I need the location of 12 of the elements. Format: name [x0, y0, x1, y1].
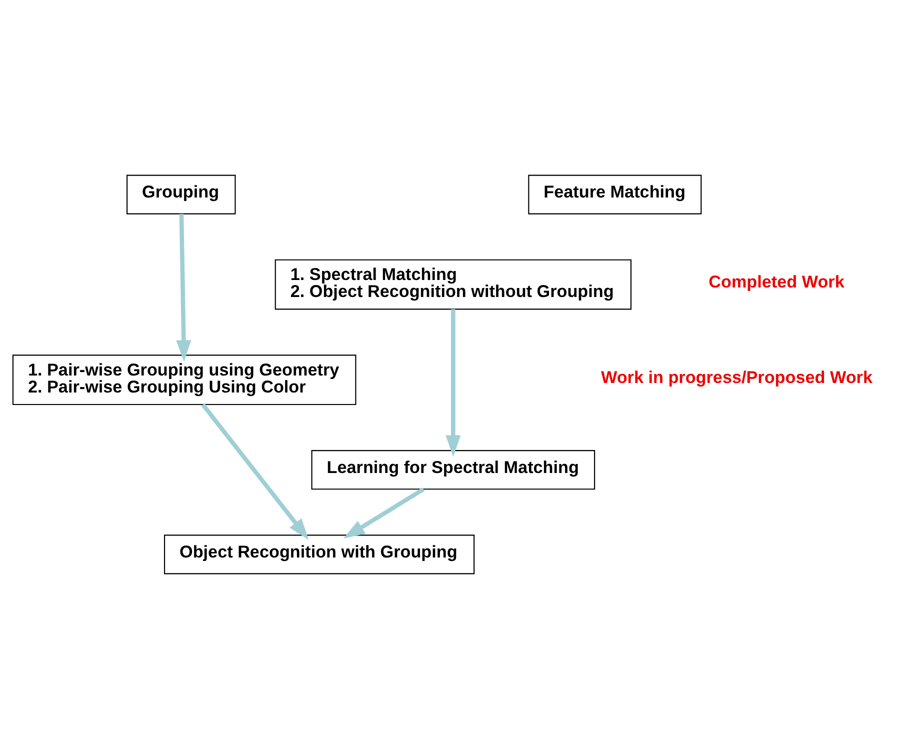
node-box: Grouping	[126, 174, 236, 214]
label: Completed Work	[708, 271, 844, 292]
arrow	[176, 213, 192, 362]
arrow	[446, 308, 461, 456]
node-box: 1. Pair-wise Grouping using Geometry 2. Pair-wise Grouping Using Color	[12, 354, 356, 405]
node-box: Learning for Spectral Matching	[311, 450, 596, 490]
node-box: Object Recognition with Grouping	[164, 534, 475, 574]
arrow	[201, 402, 309, 540]
node-box: 1. Spectral Matching 2. Object Recognition without Grouping	[274, 258, 632, 310]
label: Work in progress/Proposed Work	[600, 366, 873, 386]
arrow	[343, 486, 425, 538]
node-box: Feature Matching	[528, 174, 702, 214]
